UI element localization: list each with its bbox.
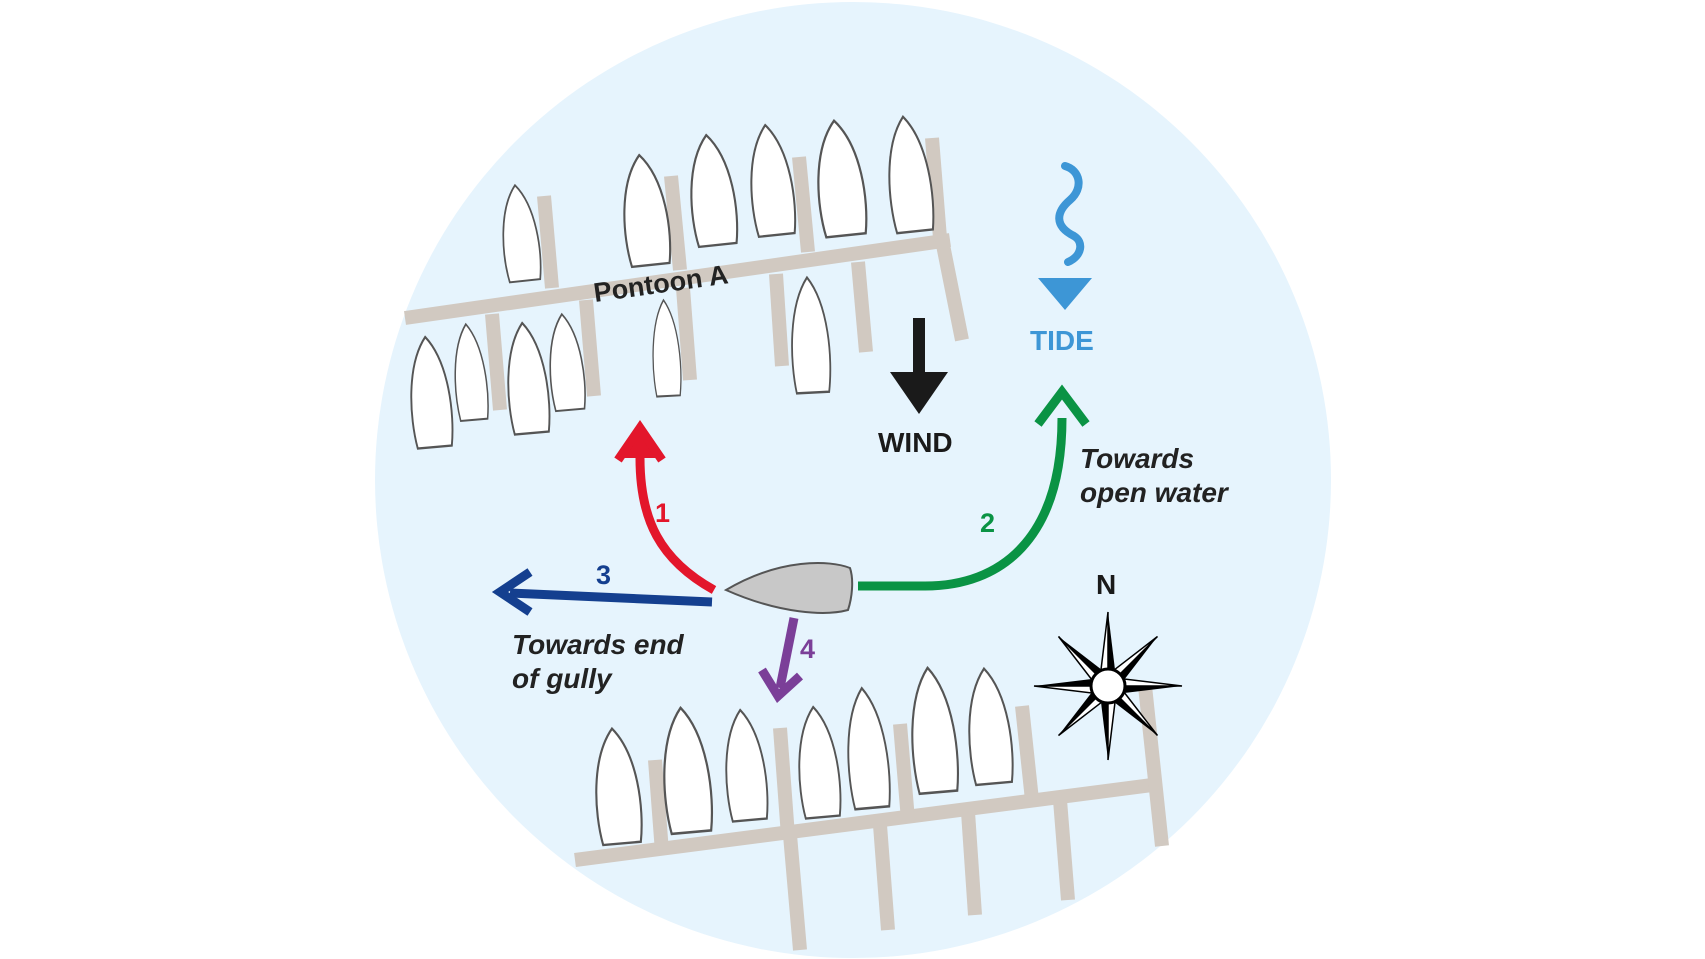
open-water-label-line2: open water — [1080, 477, 1230, 508]
water-area — [375, 2, 1331, 958]
wind-arrow-icon — [890, 318, 948, 414]
route-2-arrow — [858, 384, 1090, 591]
gully-label-line2: of gully — [512, 663, 613, 694]
compass-rose-icon — [1033, 611, 1183, 761]
route-1-arrow — [614, 420, 717, 594]
open-water-label-line1: Towards — [1080, 443, 1194, 474]
tide-label: TIDE — [1030, 325, 1094, 356]
route-4-arrow — [758, 617, 804, 703]
pontoon-south — [574, 685, 1169, 951]
gully-label-line1: Towards end — [512, 629, 685, 660]
route-1-label: 1 — [655, 498, 670, 528]
route-2-label: 2 — [980, 508, 995, 538]
own-boat — [723, 562, 854, 614]
compass-north-label: N — [1096, 569, 1116, 600]
route-3-label: 3 — [596, 560, 611, 590]
route-4-label: 4 — [800, 634, 815, 664]
wind-label: WIND — [878, 427, 953, 458]
route-3-arrow — [491, 568, 713, 616]
tide-wave-arrow-icon — [1038, 162, 1092, 310]
